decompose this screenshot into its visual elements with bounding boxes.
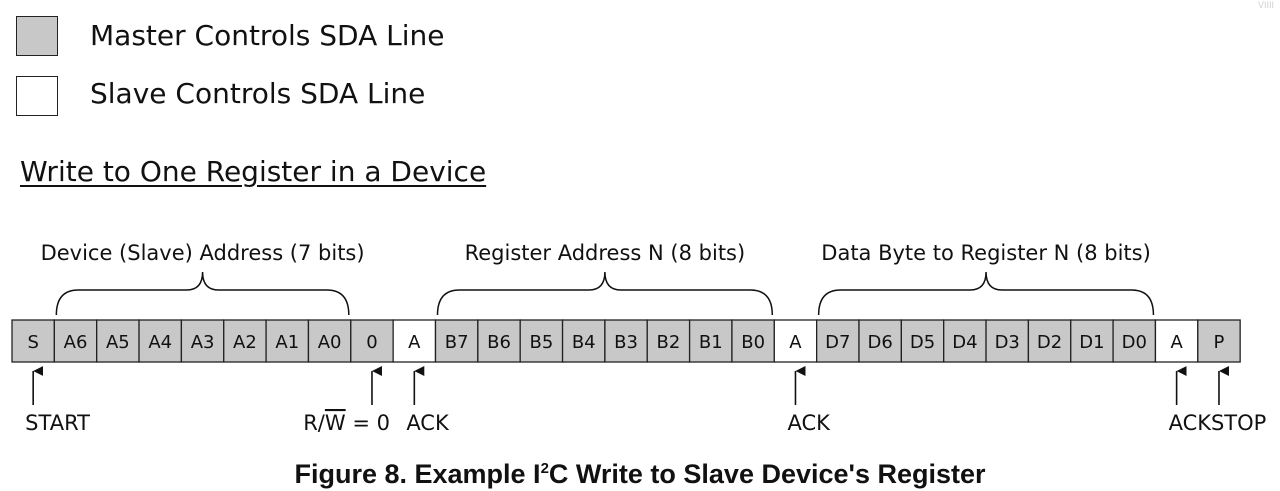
group-label: Register Address N (8 bits) — [465, 241, 746, 265]
bit-cell-7 — [307, 319, 352, 363]
group-label: Device (Slave) Address (7 bits) — [41, 241, 365, 265]
marker-label: START — [25, 411, 90, 435]
bit-cell-label: A3 — [191, 332, 215, 353]
bit-cell-3 — [138, 319, 183, 363]
bit-cell-19 — [816, 319, 860, 363]
bit-cell-8 — [350, 319, 394, 363]
slave-legend-swatch — [16, 76, 58, 116]
bit-cell-23 — [985, 319, 1030, 363]
watermark: VIIII — [1257, 0, 1274, 10]
caption-prefix: Figure 8. Example I — [294, 459, 541, 489]
bit-cell-18 — [773, 319, 818, 363]
bit-cell-label: B4 — [572, 332, 596, 353]
bit-cell-14 — [604, 319, 648, 363]
bit-cell-6 — [265, 319, 310, 363]
bit-cell-label: A — [1170, 332, 1183, 353]
bit-cell-label: A1 — [275, 332, 299, 353]
bit-cell-label: A0 — [318, 332, 342, 353]
bit-cell-label: P — [1214, 332, 1225, 353]
bit-cell-label: D1 — [1079, 332, 1104, 353]
caption-suffix: C Write to Slave Device's Register — [548, 459, 986, 489]
bit-cell-label: B2 — [657, 332, 681, 353]
diagram-subtitle: Write to One Register in a Device — [20, 155, 487, 188]
figure-caption: Figure 8. Example I2C Write to Slave Dev… — [0, 452, 1280, 491]
bit-cell-label: B5 — [529, 332, 553, 353]
marker-label: ACK — [787, 411, 831, 435]
bit-cell-0 — [11, 319, 55, 363]
slave-legend-label: Slave Controls SDA Line — [90, 77, 426, 110]
group-brace — [436, 271, 774, 316]
bit-cell-label: A2 — [233, 332, 257, 353]
bit-cell-15 — [646, 319, 691, 363]
group-brace — [55, 271, 350, 316]
bit-cell-label: D0 — [1122, 332, 1147, 353]
bit-cell-13 — [561, 319, 606, 363]
bit-cell-label: S — [27, 332, 38, 353]
group-brace — [817, 271, 1155, 316]
bit-cell-24 — [1027, 319, 1072, 363]
bit-cells: S A6 A5 A4 A3 A2 A1 A0 0 A B7 B6 B5 B4 B3 B2 B1 B0 A D7 D6 D5… — [11, 319, 1241, 363]
bit-cell-label: B3 — [614, 332, 638, 353]
bit-cell-label: D6 — [868, 332, 893, 353]
bit-cell-4 — [180, 319, 225, 363]
bit-cell-22 — [943, 319, 987, 363]
marker-label: ACK — [1169, 411, 1213, 435]
bit-cell-label: A4 — [148, 332, 172, 353]
bit-cell-27 — [1154, 319, 1199, 363]
bit-cell-28 — [1197, 319, 1241, 363]
marker-label: R/W = 0 — [303, 411, 390, 435]
bit-cell-label: A — [789, 332, 802, 353]
bit-cell-label: A6 — [64, 332, 88, 353]
bit-cell-label: D7 — [825, 332, 850, 353]
bit-cell-label: A5 — [106, 332, 130, 353]
group-braces: Device (Slave) Address (7 bits) Register … — [41, 241, 1155, 316]
master-legend-label: Master Controls SDA Line — [90, 19, 445, 52]
master-legend-swatch — [16, 16, 58, 56]
bit-cell-label: D4 — [952, 332, 977, 353]
marker-label: ACK — [406, 411, 450, 435]
bit-cell-10 — [434, 319, 479, 363]
marker-label: STOP — [1211, 411, 1266, 435]
bit-cell-20 — [858, 319, 902, 363]
caption-superscript: 2 — [540, 460, 549, 477]
bit-cell-label: A — [408, 332, 421, 353]
bit-cell-12 — [519, 319, 564, 363]
bit-cell-2 — [96, 319, 140, 363]
bit-cell-label: 0 — [366, 332, 377, 353]
bit-cell-label: B0 — [741, 332, 765, 353]
bit-cell-1 — [53, 319, 98, 363]
bit-cell-label: B7 — [445, 332, 469, 353]
i2c-write-diagram: Device (Slave) Address (7 bits) Register … — [11, 241, 1266, 435]
bit-cell-label: B6 — [487, 332, 511, 353]
bit-cell-label: D5 — [910, 332, 935, 353]
bit-cell-label: D3 — [995, 332, 1020, 353]
group-label: Data Byte to Register N (8 bits) — [821, 241, 1151, 265]
bit-cell-label: D2 — [1037, 332, 1062, 353]
bit-cell-label: B1 — [699, 332, 723, 353]
